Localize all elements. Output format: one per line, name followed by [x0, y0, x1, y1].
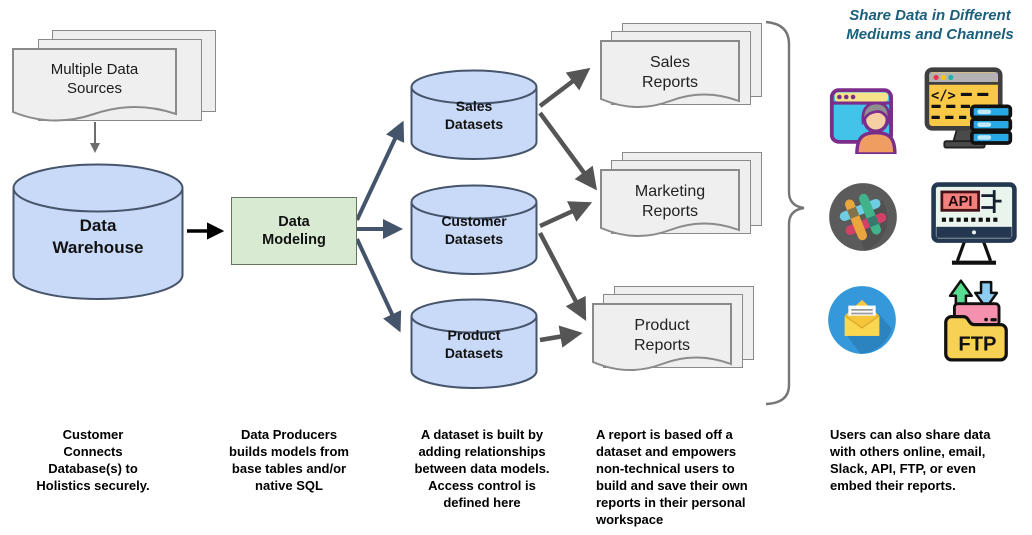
arrow-modeling-to-product-datasets: [355, 238, 402, 333]
email-icon: [826, 284, 898, 356]
document-shape: [600, 40, 740, 109]
cylinder-shape: [410, 298, 538, 389]
node-label: Customer Datasets: [441, 213, 507, 247]
node-multiple-data-sources: Multiple Data Sources: [12, 30, 218, 136]
dotted-row: [941, 217, 998, 222]
node-data-modeling: Data Modeling: [231, 197, 357, 265]
code-server-monitor-icon: </>: [924, 66, 1016, 154]
node-marketing-reports: Marketing Reports: [600, 152, 762, 254]
arrow-product-datasets-to-product-reports: [539, 325, 583, 348]
code-glyph: </>: [931, 88, 956, 104]
node-label: Data Warehouse: [52, 216, 144, 257]
cylinder-shape: [12, 163, 184, 300]
caption-modeling: Data Producers builds models from base t…: [229, 427, 349, 493]
node-label: Product Datasets: [444, 327, 504, 361]
node-product-datasets: Product Datasets: [410, 298, 538, 390]
api-monitor-icon: API: [928, 180, 1020, 270]
arrow-customer-datasets-to-marketing-reports: [539, 201, 593, 229]
slack-icon: [827, 181, 899, 253]
document-shape: [600, 169, 740, 238]
ftp-icon: FTP: [940, 276, 1012, 366]
browser-user-icon: [828, 78, 904, 156]
node-label: Product Reports: [633, 317, 691, 354]
arrow-sales-datasets-to-sales-reports: [538, 67, 591, 108]
caption-datasets: A dataset is built by adding relationshi…: [414, 427, 550, 510]
arrow-sales-datasets-to-marketing-reports: [538, 111, 598, 191]
node-label: Data Modeling: [262, 214, 326, 248]
arrow-customer-datasets-to-product-reports: [538, 231, 587, 321]
node-label: Sales Reports: [641, 54, 699, 91]
node-sales-datasets: Sales Datasets: [410, 69, 538, 161]
caption-reports: A report is based off a dataset and empo…: [596, 427, 748, 527]
caption-warehouse: Customer Connects Database(s) to Holisti…: [36, 427, 150, 493]
arrow-modeling-to-sales-datasets: [355, 120, 405, 221]
server-stack: [969, 104, 1013, 145]
document-shape: [12, 48, 177, 122]
grouping-brace: [765, 20, 805, 406]
node-sales-reports: Sales Reports: [600, 23, 762, 125]
document-shape: [592, 303, 732, 372]
node-customer-datasets: Customer Datasets: [410, 184, 538, 276]
api-label: API: [948, 194, 972, 210]
download-arrow: [974, 280, 999, 310]
node-label: Marketing Reports: [634, 183, 706, 220]
caption-sharing: Users can also share data with others on…: [830, 427, 991, 493]
cylinder-shape: [410, 184, 538, 275]
node-data-warehouse: Data Warehouse: [12, 163, 184, 301]
diagram-title: Share Data in Different Mediums and Chan…: [846, 7, 1014, 43]
node-label: Multiple Data Sources: [50, 61, 139, 97]
node-label: Sales Datasets: [444, 98, 504, 132]
cylinder-shape: [410, 69, 538, 160]
node-product-reports: Product Reports: [592, 286, 754, 388]
ftp-label: FTP: [958, 334, 996, 356]
